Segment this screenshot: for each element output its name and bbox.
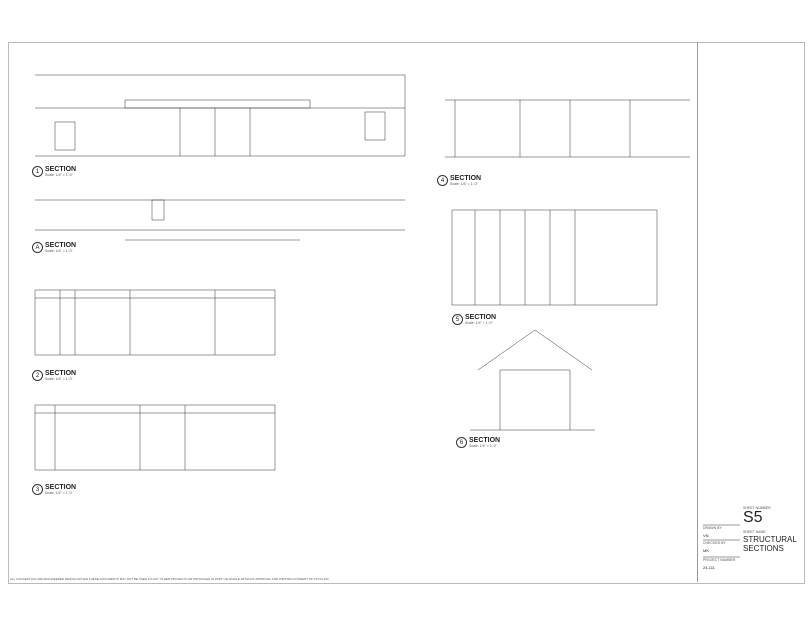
title-block-lines — [703, 524, 740, 558]
footer-disclaimer: ALL CONCEPTUAL AND ENGINEERED DESIGN WIT… — [10, 577, 329, 581]
project-number-label: PROJECT NUMBER — [703, 558, 736, 562]
section-2-drawing — [34, 289, 276, 356]
drawn-by: VN — [703, 533, 709, 538]
section-A-drawing — [35, 199, 405, 241]
checked-by: MK — [703, 548, 709, 553]
section-5-drawing — [451, 209, 658, 306]
title-block-divider — [697, 42, 698, 582]
drawing-sheet — [8, 42, 805, 584]
project-number: 24-111 — [703, 565, 715, 570]
drawn-by-label: DRAWN BY — [703, 526, 722, 530]
sheet-name: STRUCTURAL SECTIONS — [743, 535, 797, 553]
checked-by-label: CHECKED BY — [703, 541, 726, 545]
sheet-name-label: SHEET NAME — [743, 530, 766, 534]
sheet-number-label: SHEET NUMBER — [743, 506, 771, 510]
section-1-drawing — [35, 74, 406, 157]
section-6-drawing — [470, 329, 595, 431]
sheet-number: S5 — [743, 509, 763, 526]
section-4-drawing — [445, 99, 690, 158]
section-3-drawing — [34, 404, 276, 471]
